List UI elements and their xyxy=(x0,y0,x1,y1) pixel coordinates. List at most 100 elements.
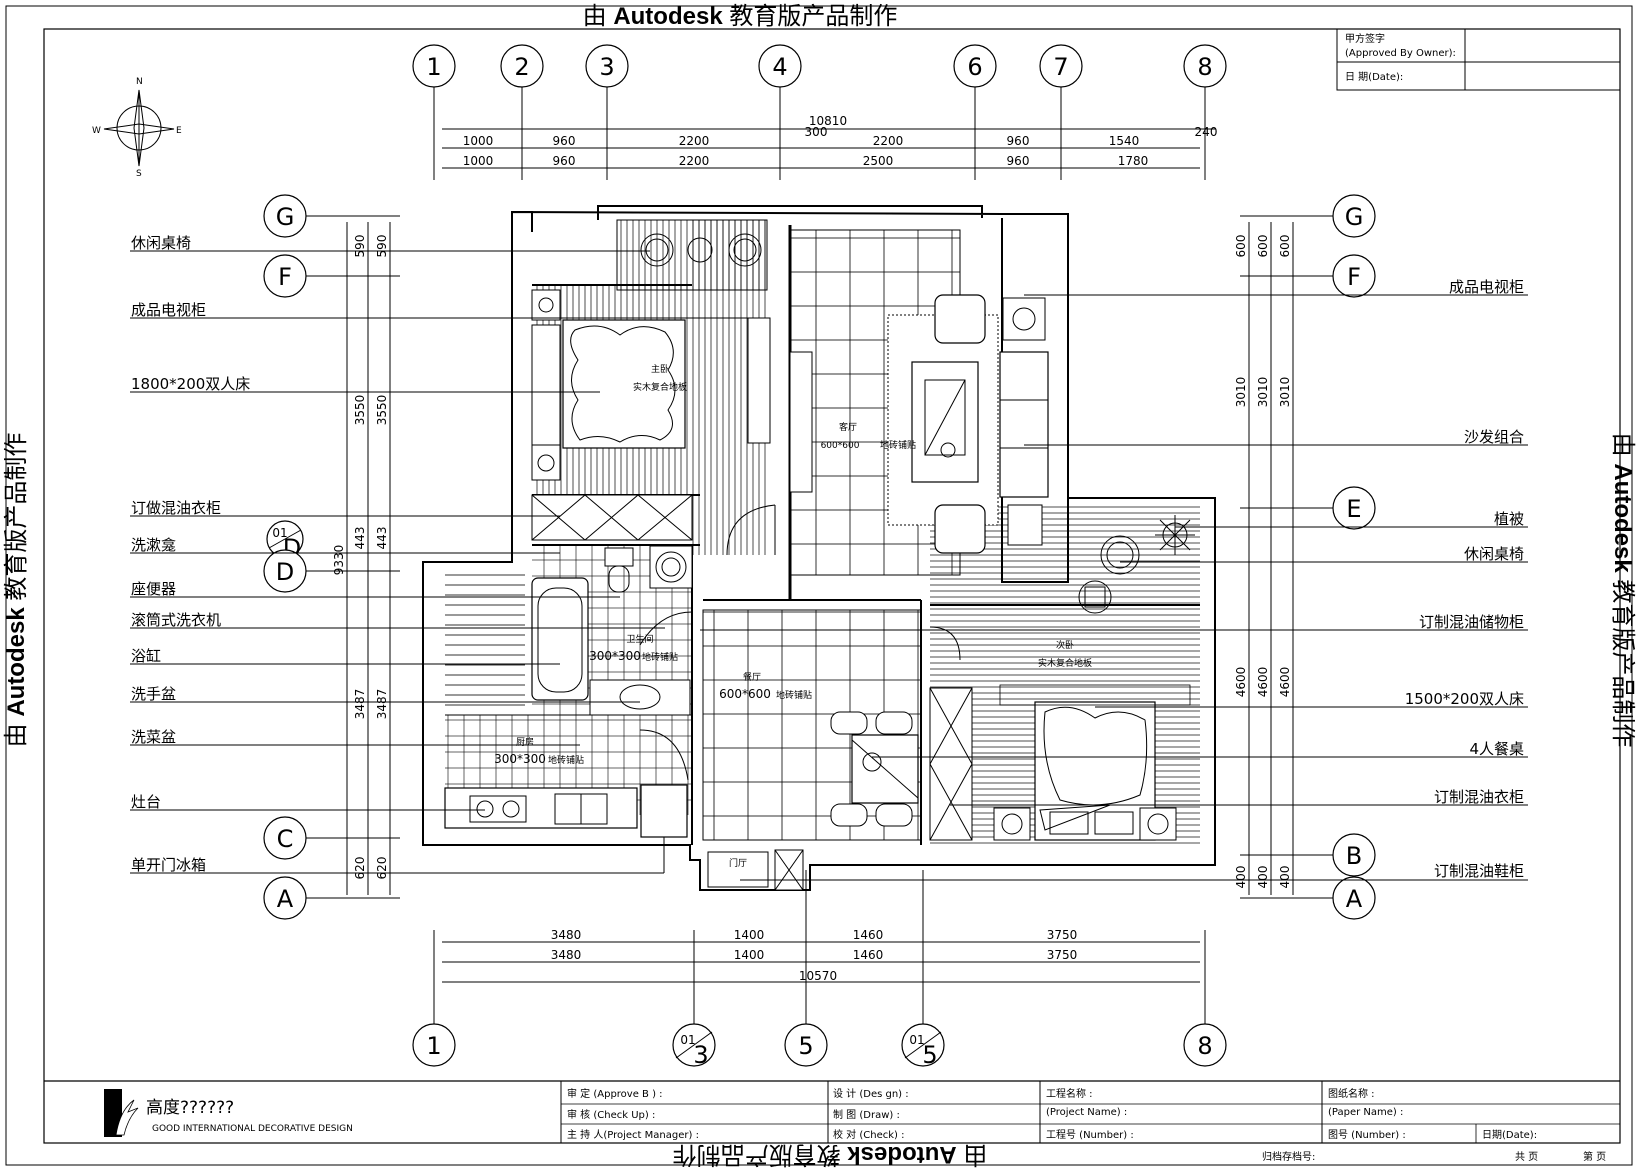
svg-text:7: 7 xyxy=(1053,53,1068,81)
balcony-table xyxy=(687,237,713,263)
dining-chair-3 xyxy=(830,803,868,827)
svg-text:3750: 3750 xyxy=(1047,928,1078,942)
owner-sign-label: 甲方签字 xyxy=(1345,32,1385,45)
room-label-master: 主卧 xyxy=(651,363,669,375)
svg-text:3487: 3487 xyxy=(353,689,367,720)
tb-paper-name-en: (Paper Name) : xyxy=(1328,1107,1403,1118)
room-floor-living: 600*600 xyxy=(821,441,860,451)
cooktop xyxy=(469,795,527,823)
refrigerator xyxy=(640,784,688,838)
tb-paper-name: 图纸名称 : xyxy=(1328,1087,1375,1100)
label-tv-cabinet-right: 成品电视柜 xyxy=(1449,278,1524,296)
grid-bubble-right-A: A xyxy=(1332,876,1376,920)
dining-chair-1 xyxy=(830,711,868,735)
room-tile-kitchen: 地砖铺贴 xyxy=(548,754,584,766)
svg-text:960: 960 xyxy=(1007,134,1030,148)
grid-bubble-top-4: 4 xyxy=(758,44,802,88)
svg-text:1: 1 xyxy=(426,1032,441,1060)
grid-bubble-top-8: 8 xyxy=(1183,44,1227,88)
grid-bubble-top-2: 2 xyxy=(500,44,544,88)
room-floor-kitchen: 300*300 xyxy=(494,752,546,766)
label-plant: 植被 xyxy=(1494,510,1524,528)
svg-text:1460: 1460 xyxy=(853,948,884,962)
washing-machine xyxy=(649,545,693,589)
svg-text:4600: 4600 xyxy=(1278,667,1292,698)
label-cooktop: 灶台 xyxy=(131,793,161,811)
tb-total: 共 页 xyxy=(1515,1151,1538,1163)
svg-text:2200: 2200 xyxy=(679,154,710,168)
room-label-entry: 门厅 xyxy=(729,857,747,869)
entry-shoe-cabinet xyxy=(707,851,769,888)
label-kitchen-sink: 洗菜盆 xyxy=(131,728,176,746)
label-bathtub: 浴缸 xyxy=(131,647,161,665)
label-sofa-group: 沙发组合 xyxy=(1464,428,1524,446)
svg-text:01: 01 xyxy=(680,1033,695,1047)
grid-bubble-right-F: F xyxy=(1332,254,1376,298)
svg-text:240: 240 xyxy=(1195,125,1218,139)
watermark-top: 由 Autodesk 教育版产品制作 xyxy=(583,3,898,30)
svg-text:400: 400 xyxy=(1278,866,1292,889)
tb-paper-date: 日期(Date): xyxy=(1482,1129,1537,1141)
svg-text:600: 600 xyxy=(1234,235,1248,258)
svg-text:3: 3 xyxy=(693,1041,708,1069)
svg-text:1000: 1000 xyxy=(463,134,494,148)
svg-text:4600: 4600 xyxy=(1256,667,1270,698)
grid-bubble-bottom-1: 1 xyxy=(412,1023,456,1067)
svg-text:9330: 9330 xyxy=(332,545,346,576)
dimensions-left: 590 590 3550 3550 9330 443 443 3487 3487… xyxy=(332,222,391,895)
svg-text:8: 8 xyxy=(1197,53,1212,81)
grid-axis-right: G F E B A xyxy=(1240,194,1376,920)
svg-text:400: 400 xyxy=(1256,866,1270,889)
owner-signature-box: 甲方签字 (Approved By Owner): 日 期(Date): xyxy=(1336,28,1621,91)
watermark-bottom: 由 Autodesk 教育版产品制作 xyxy=(673,1141,988,1168)
svg-text:590: 590 xyxy=(353,235,367,258)
north-arrow-icon: N S E W xyxy=(92,77,182,179)
svg-text:6: 6 xyxy=(967,53,982,81)
grid-bubble-right-G: G xyxy=(1332,194,1376,238)
svg-text:3010: 3010 xyxy=(1278,377,1292,408)
grid-axis-top: 1 2 3 4 6 7 8 xyxy=(412,44,1227,180)
company-logo xyxy=(104,1089,139,1137)
svg-text:2500: 2500 xyxy=(863,154,894,168)
tb-project-no: 工程号 (Number) : xyxy=(1046,1129,1134,1141)
svg-text:G: G xyxy=(276,203,295,231)
compass-n: N xyxy=(136,77,143,87)
grid-bubble-left-F: F xyxy=(263,254,307,298)
svg-text:2200: 2200 xyxy=(873,134,904,148)
svg-text:400: 400 xyxy=(1234,866,1248,889)
svg-text:600: 600 xyxy=(1256,235,1270,258)
svg-text:3480: 3480 xyxy=(551,948,582,962)
grid-bubble-right-E: E xyxy=(1332,486,1376,530)
svg-text:5: 5 xyxy=(798,1032,813,1060)
svg-text:300: 300 xyxy=(805,125,828,139)
svg-text:3550: 3550 xyxy=(375,395,389,426)
grid-bubble-top-6: 6 xyxy=(953,44,997,88)
tb-draw: 制 图 (Draw) : xyxy=(833,1108,900,1121)
grid-bubble-bottom-015: 015 xyxy=(901,1023,945,1069)
bathroom-door xyxy=(639,611,693,646)
tb-project-name-en: (Project Name) : xyxy=(1046,1107,1127,1118)
toilet xyxy=(604,547,634,567)
second-bedroom-door xyxy=(929,626,961,661)
compass-w: W xyxy=(92,126,101,136)
labels-left: 休闲桌椅 成品电视柜 1800*200双人床 订做混油衣柜 洗漱龛 座便器 滚筒… xyxy=(130,234,765,874)
second-nightstand-2 xyxy=(1139,807,1177,841)
tb-page: 第 页 xyxy=(1583,1150,1606,1163)
label-double-bed-right: 1500*200双人床 xyxy=(1405,690,1524,708)
inner-border xyxy=(43,28,1621,1144)
label-shoe-cabinet: 订制混油鞋柜 xyxy=(1434,862,1524,880)
room-floor-dining: 600*600 xyxy=(719,687,771,701)
svg-text:4600: 4600 xyxy=(1234,667,1248,698)
grid-bubble-top-7: 7 xyxy=(1039,44,1083,88)
master-bedroom-door xyxy=(726,504,776,556)
svg-text:590: 590 xyxy=(375,235,389,258)
label-wardrobe: 订做混油衣柜 xyxy=(131,499,221,517)
svg-text:960: 960 xyxy=(553,134,576,148)
sofa xyxy=(999,351,1049,498)
label-storage-cabinet: 订制混油储物柜 xyxy=(1419,613,1524,631)
grid-bubble-top-1: 1 xyxy=(412,44,456,88)
dimensions-right: 600 600 600 3010 3010 3010 4600 4600 460… xyxy=(1234,222,1294,895)
grid-bubble-right-B: B xyxy=(1332,833,1376,877)
tb-project-name: 工程名称 : xyxy=(1046,1087,1093,1100)
